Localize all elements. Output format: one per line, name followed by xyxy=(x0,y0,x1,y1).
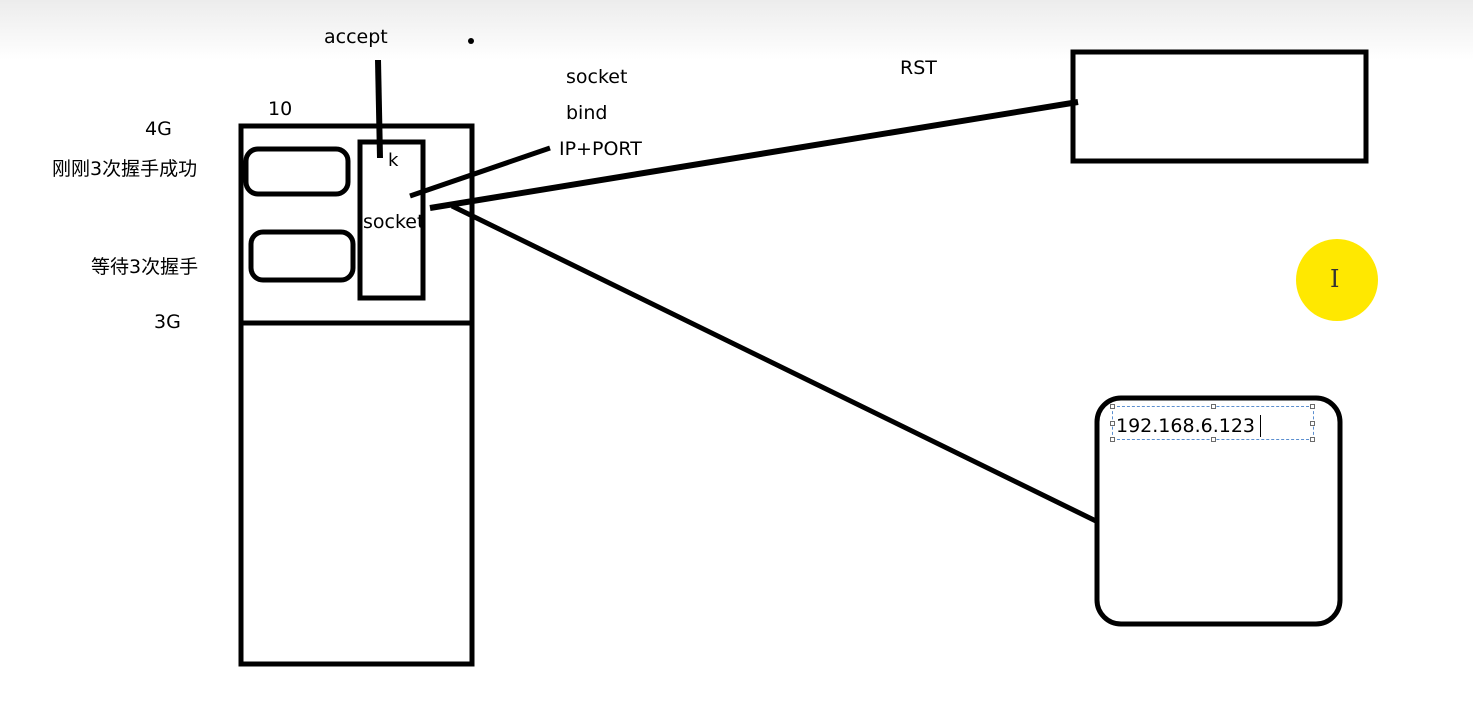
resize-handle-bottom-left[interactable] xyxy=(1110,437,1115,442)
syn-queue-slot xyxy=(248,229,356,283)
resize-handle-bottom[interactable] xyxy=(1211,437,1216,442)
rst-client-box xyxy=(1070,49,1369,164)
handshake-done-label: 刚刚3次握手成功 xyxy=(52,158,198,180)
client-box xyxy=(1094,395,1343,627)
ip-port-label: IP+PORT xyxy=(559,138,642,160)
accept-label: accept xyxy=(324,26,388,48)
rst-connection-line xyxy=(429,99,1079,211)
stray-dot xyxy=(468,38,474,44)
server-box xyxy=(238,123,475,667)
handshake-wait-label: 等待3次握手 xyxy=(91,256,199,278)
socket-label: socket xyxy=(566,66,628,88)
k-label: k xyxy=(388,150,399,171)
text-caret xyxy=(1260,415,1261,437)
resize-handle-top-right[interactable] xyxy=(1310,404,1315,409)
socket-inner-label: socket xyxy=(363,211,425,233)
resize-handle-top[interactable] xyxy=(1211,404,1216,409)
resize-handle-top-left[interactable] xyxy=(1110,404,1115,409)
socket-label-line xyxy=(409,145,551,199)
bind-label: bind xyxy=(566,102,608,124)
backlog-label: 10 xyxy=(268,98,293,120)
accept-queue-slot xyxy=(243,146,351,197)
resize-handle-right[interactable] xyxy=(1310,421,1315,426)
ip-address-text[interactable]: 192.168.6.123 xyxy=(1116,415,1256,437)
syn-queue-size-label: 3G xyxy=(154,311,181,333)
accept-line xyxy=(375,59,383,159)
client-connection-line xyxy=(450,203,1100,525)
resize-handle-bottom-right[interactable] xyxy=(1310,437,1315,442)
rst-label: RST xyxy=(900,57,937,79)
socket-column xyxy=(357,139,426,301)
cursor-highlight xyxy=(1296,239,1378,321)
accept-queue-size-label: 4G xyxy=(145,118,172,140)
ibeam-cursor-icon: I xyxy=(1330,265,1340,293)
resize-handle-left[interactable] xyxy=(1110,421,1115,426)
ip-text-box[interactable]: 192.168.6.123 xyxy=(1110,404,1315,442)
